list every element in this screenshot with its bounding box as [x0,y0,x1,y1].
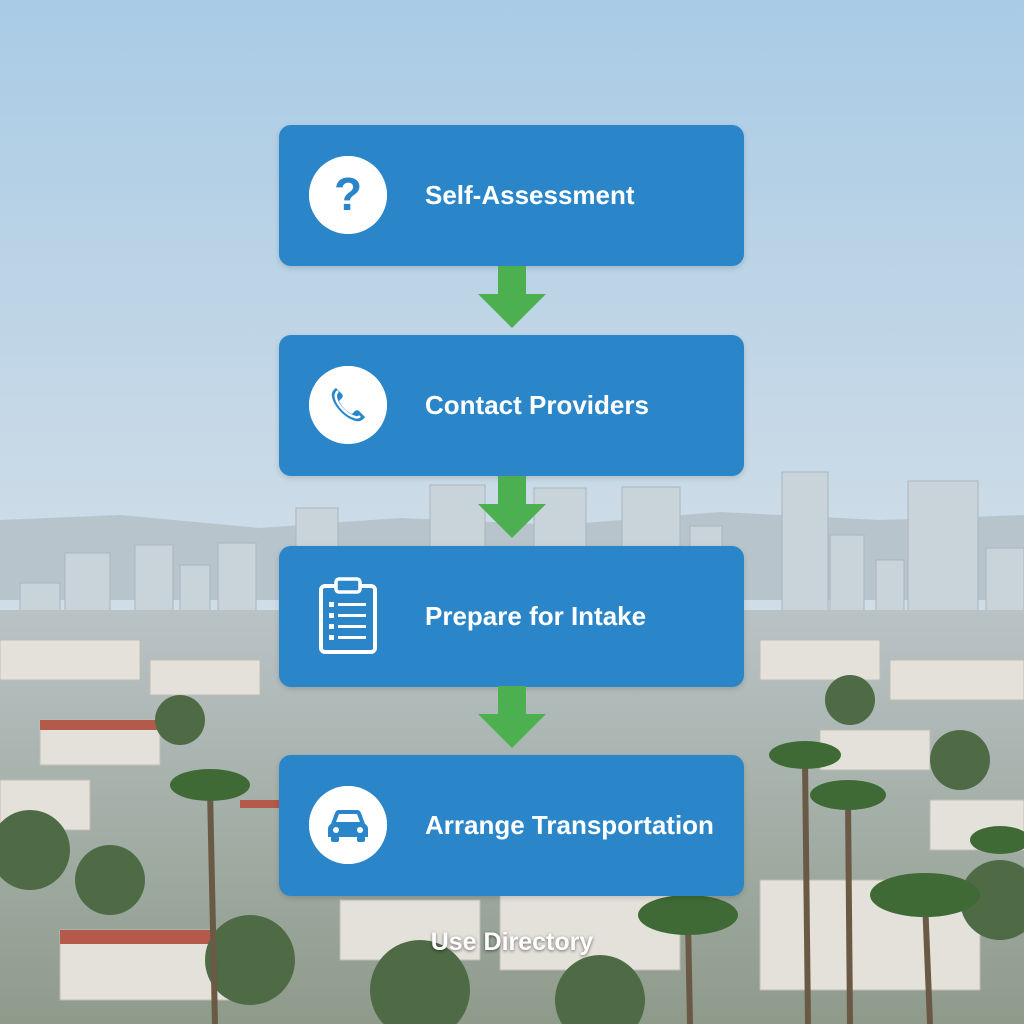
step-self-assessment[interactable]: ? Self-Assessment [279,125,744,266]
step-prepare-for-intake[interactable]: Prepare for Intake [279,546,744,687]
question-icon: ? [309,156,387,234]
arrow-down-icon [478,686,546,748]
car-icon [309,786,387,864]
clipboard-icon [309,577,387,655]
step-label: Prepare for Intake [425,601,647,631]
step-arrange-transportation[interactable]: Arrange Transportation [279,755,744,896]
phone-icon [309,366,387,444]
step-label: Arrange Transportation [425,810,714,840]
use-directory-link[interactable]: Use Directory [430,928,594,956]
step-contact-providers[interactable]: Contact Providers [279,335,744,476]
svg-text:?: ? [334,168,362,220]
step-label: Self-Assessment [425,180,635,210]
arrow-down-icon [478,266,546,328]
step-label: Contact Providers [425,390,649,420]
arrow-down-icon [478,476,546,538]
